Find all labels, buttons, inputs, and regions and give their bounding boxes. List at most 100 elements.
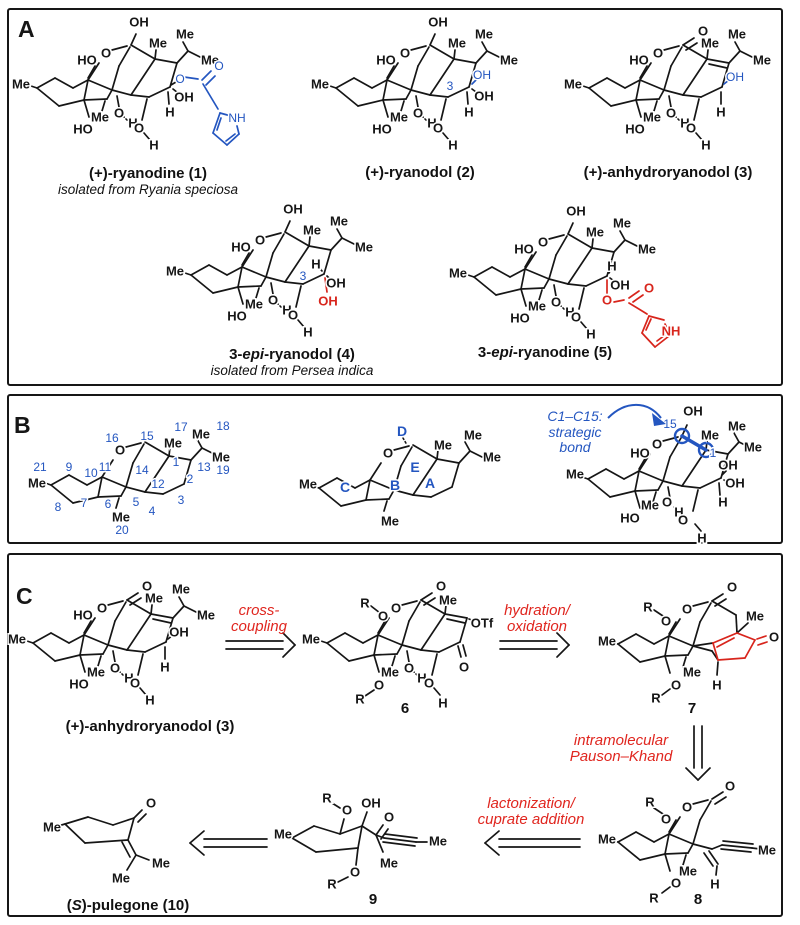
- bond: [86, 476, 103, 486]
- atom-label: O: [698, 24, 708, 39]
- panel-b-label: B: [14, 412, 31, 438]
- caption-text: isolated from Ryania speciosa: [57, 182, 239, 197]
- bond: [137, 653, 144, 676]
- atom-label: O: [114, 106, 124, 121]
- bond: [444, 613, 468, 619]
- atom-label: Me: [598, 832, 616, 847]
- bond: [176, 50, 189, 64]
- atom-label: Me: [112, 510, 130, 525]
- bond: [608, 640, 619, 645]
- bond: [375, 834, 385, 839]
- atom-label: O: [725, 779, 735, 794]
- atom-label: H: [311, 257, 320, 272]
- bond: [202, 83, 219, 110]
- bond: [711, 791, 724, 800]
- atom-label: OH: [318, 294, 338, 309]
- atom-label: 9: [66, 460, 73, 474]
- bond: [591, 238, 594, 249]
- bond: [201, 70, 212, 81]
- bond: [302, 273, 325, 285]
- bond: [172, 605, 185, 619]
- label-cross-coupling: cross- coupling: [231, 602, 287, 635]
- bond: [436, 449, 439, 460]
- bond: [377, 620, 386, 634]
- bond: [692, 819, 701, 845]
- bond: [623, 470, 640, 480]
- bond: [609, 277, 615, 282]
- bond: [150, 604, 153, 615]
- atom-label: 13: [197, 460, 211, 474]
- atom-label: O: [97, 601, 107, 616]
- bond: [473, 276, 497, 296]
- atom-label: Me: [728, 27, 746, 42]
- atom-label: O: [214, 59, 223, 73]
- bond: [693, 98, 700, 121]
- bond: [682, 37, 695, 46]
- atom-label: 18: [216, 419, 230, 433]
- atom-label: HO: [629, 53, 649, 68]
- atom-label: Me: [112, 871, 130, 886]
- atom-label: HO: [69, 677, 89, 692]
- bond: [447, 86, 470, 98]
- bond: [459, 617, 468, 643]
- atom-label: R: [355, 692, 365, 707]
- atom-label: H: [448, 138, 457, 153]
- bond: [444, 604, 447, 615]
- bond: [326, 275, 332, 281]
- bond: [284, 281, 304, 285]
- bond: [664, 654, 689, 657]
- bond: [668, 95, 672, 108]
- strategic-atom-circle: [673, 427, 691, 445]
- bond: [212, 286, 239, 294]
- bond: [330, 237, 343, 251]
- atom-label: OH: [283, 202, 303, 217]
- atom-label: OH: [718, 458, 738, 473]
- bond: [685, 767, 699, 781]
- bond: [664, 853, 671, 872]
- atom-label: Me: [439, 593, 457, 608]
- bond: [118, 46, 131, 67]
- bond: [587, 468, 607, 480]
- bond: [438, 641, 461, 653]
- atom-label: HO: [620, 511, 640, 526]
- atom-label: D: [397, 423, 407, 439]
- atom-label: Me: [201, 53, 219, 68]
- bond: [524, 254, 533, 268]
- atom-label: H: [712, 678, 721, 693]
- bond: [169, 62, 178, 88]
- atom-label: Me: [429, 834, 447, 849]
- bond: [370, 605, 381, 614]
- bond: [337, 876, 349, 883]
- bond: [653, 609, 664, 617]
- bond: [339, 818, 345, 835]
- bond: [635, 79, 641, 101]
- atom-label: A: [425, 475, 435, 491]
- caption-text: (+)-anhydroryanodol (3): [583, 164, 753, 181]
- atom-label: OTf: [471, 616, 494, 631]
- bond: [133, 809, 143, 819]
- bond: [167, 91, 170, 105]
- bond: [127, 839, 137, 856]
- bond: [130, 44, 156, 60]
- atom-label: Me: [145, 591, 163, 606]
- bond: [111, 65, 120, 91]
- bond: [284, 245, 310, 283]
- atom-label: 15: [663, 417, 677, 431]
- caption-text: epi: [242, 346, 265, 363]
- label-pauson-khand: intramolecular Pauson–Khand: [569, 732, 673, 765]
- atom-label: E: [410, 459, 419, 475]
- bond: [468, 618, 475, 622]
- bond: [386, 65, 395, 79]
- bond: [386, 62, 399, 81]
- bond: [189, 830, 205, 844]
- bond: [652, 491, 657, 503]
- bond: [653, 807, 664, 815]
- bond: [190, 447, 203, 461]
- bond: [717, 657, 746, 661]
- bond: [79, 653, 104, 656]
- bond: [386, 79, 412, 91]
- panel-a: [7, 8, 783, 386]
- atom-label: H: [165, 105, 174, 120]
- caption-text: (: [66, 897, 72, 914]
- bond: [148, 86, 171, 98]
